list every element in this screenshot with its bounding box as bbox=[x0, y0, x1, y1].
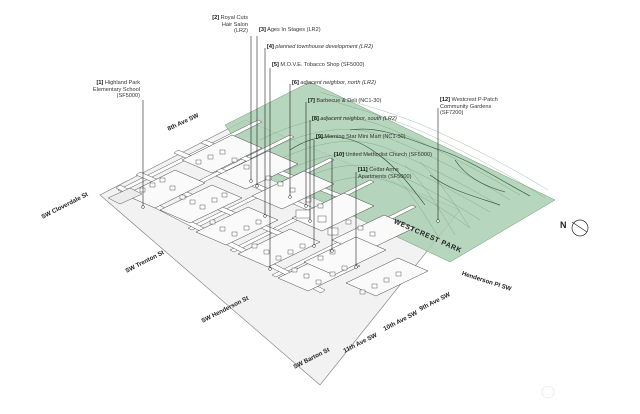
callout-text: Ages In Stages (LR2) bbox=[267, 27, 321, 33]
callout-number: [5] bbox=[272, 62, 279, 68]
callout-text: Highland Park bbox=[104, 80, 140, 86]
callout-text: Barbecue & Deli (NC1-30) bbox=[316, 98, 382, 104]
callout-6: [6] adjacent neighbor, north (LR2) bbox=[292, 80, 376, 87]
callout-text: Morning Star Mini Mart (NC1-30) bbox=[324, 134, 406, 140]
callout-1: [1] Highland Park Elementary School (SF5… bbox=[80, 80, 140, 100]
callout-number: [7] bbox=[308, 98, 315, 104]
callout-number: [12] bbox=[440, 97, 450, 103]
callout-2: [2] Royal Cuts Hair Salon (LR2) bbox=[200, 15, 248, 35]
callout-text: adjacent neighbor, north (LR2) bbox=[300, 80, 376, 86]
callout-number: [4] bbox=[267, 44, 274, 50]
callout-text: Cedar Arms bbox=[369, 167, 399, 173]
callout-text: planned townhouse development (LR2) bbox=[275, 44, 374, 50]
callout-number: [10] bbox=[334, 152, 344, 158]
callout-leaders bbox=[142, 36, 439, 268]
north-label: N bbox=[560, 220, 567, 230]
callout-text: Apartments (SF5000) bbox=[358, 173, 412, 180]
park-trails bbox=[289, 128, 531, 206]
callout-5: [5] M.O.V.E. Tobacco Shop (SF5000) bbox=[272, 62, 364, 69]
callout-text: (SF5000) bbox=[116, 93, 140, 100]
callout-text: Westcrest P-Patch bbox=[451, 97, 498, 103]
north-arrow-icon bbox=[571, 219, 589, 237]
callout-number: [2] bbox=[212, 15, 220, 21]
callout-12: [12] Westcrest P-Patch Community Gardens… bbox=[440, 97, 498, 117]
callout-text: (LR2) bbox=[234, 28, 248, 35]
callout-text: United Methodist Church (SF5000) bbox=[345, 152, 432, 158]
callout-text: Royal Cuts bbox=[220, 15, 248, 21]
callout-text: M.O.V.E. Tobacco Shop (SF5000) bbox=[280, 62, 365, 68]
callout-number: [1] bbox=[96, 80, 104, 86]
callout-10: [10] United Methodist Church (SF5000) bbox=[334, 152, 432, 159]
callout-text: (SF7200) bbox=[440, 110, 464, 117]
callout-11: [11] Cedar Arms Apartments (SF5000) bbox=[358, 167, 411, 180]
callout-number: [11] bbox=[358, 167, 368, 173]
callout-number: [9] bbox=[316, 134, 323, 140]
callout-number: [8] bbox=[312, 116, 319, 122]
callout-markers bbox=[141, 179, 440, 271]
callout-text: adjacent neighbor, south (LR2) bbox=[320, 116, 397, 122]
callout-7: [7] Barbecue & Deli (NC1-30) bbox=[308, 98, 381, 105]
callout-number: [3] bbox=[259, 27, 266, 33]
callout-number: [6] bbox=[292, 80, 299, 86]
park-contours bbox=[259, 91, 549, 241]
callout-3: [3] Ages In Stages (LR2) bbox=[259, 27, 321, 34]
callout-text: Community Gardens bbox=[440, 103, 492, 110]
corner-mark bbox=[541, 385, 555, 399]
callout-text: Hair Salon bbox=[221, 21, 248, 28]
callout-9: [9] Morning Star Mini Mart (NC1-30) bbox=[316, 134, 406, 141]
callout-8: [8] adjacent neighbor, south (LR2) bbox=[312, 116, 397, 123]
callout-text: Elementary School bbox=[93, 86, 140, 93]
callout-4: [4] planned townhouse development (LR2) bbox=[267, 44, 373, 51]
